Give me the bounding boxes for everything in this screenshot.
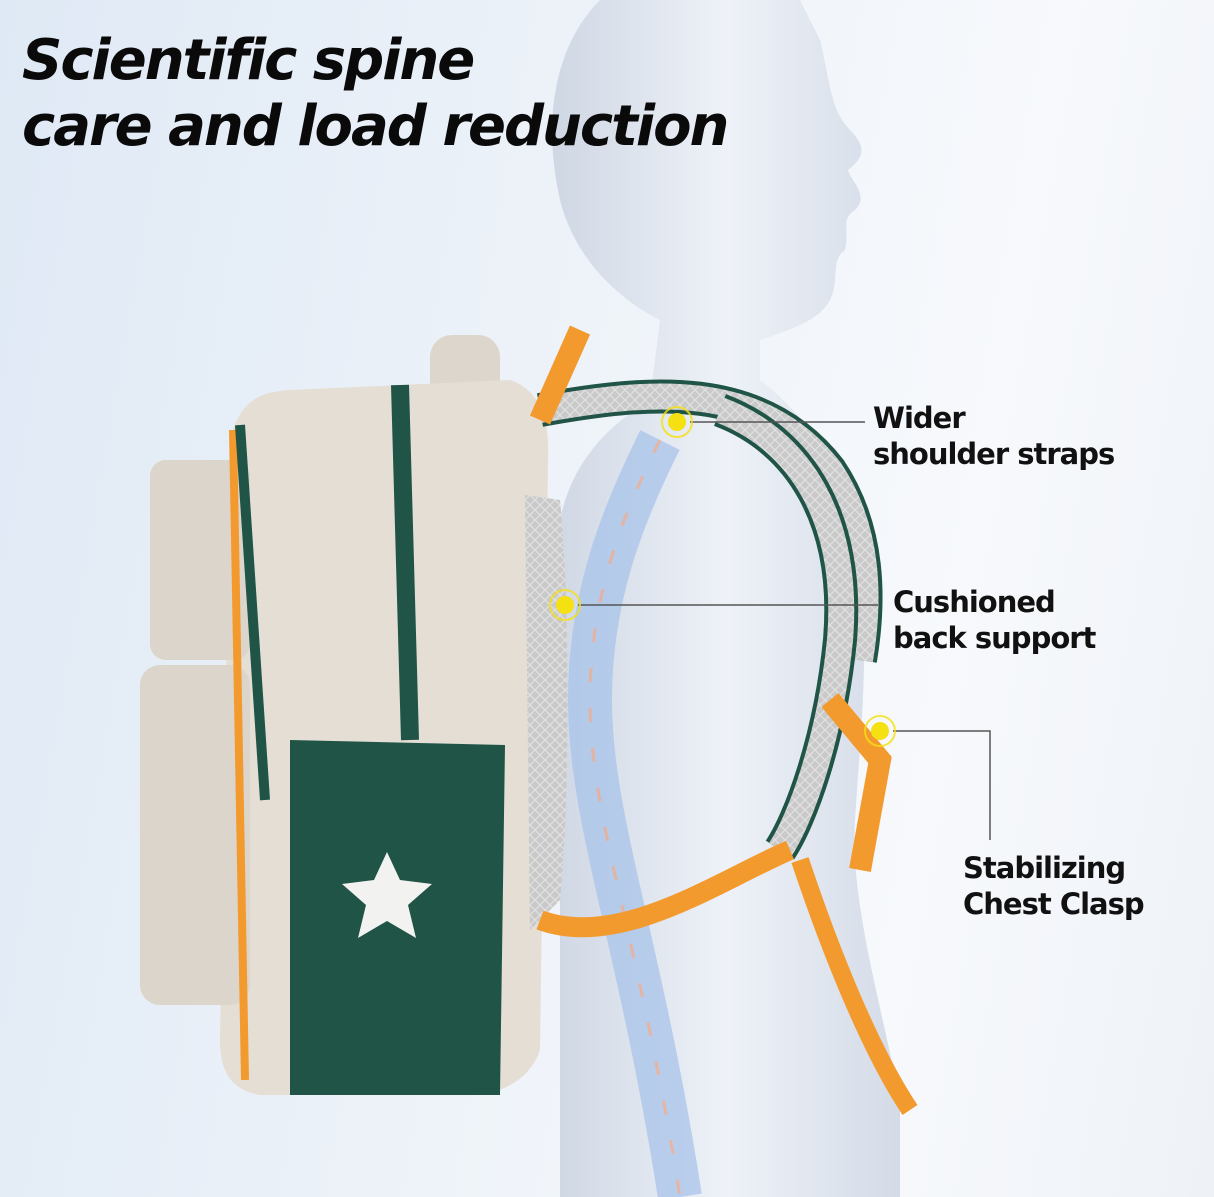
callout-text: shoulder straps <box>873 437 1115 471</box>
headline: Scientific spine care and load reduction <box>22 28 729 160</box>
callout-text: Cushioned <box>893 585 1056 619</box>
callout-text: Chest Clasp <box>963 887 1145 921</box>
hotspot-shoulder-straps <box>661 406 693 438</box>
callout-shoulder-straps: Wider shoulder straps <box>873 400 1115 472</box>
callout-text: Stabilizing <box>963 851 1126 885</box>
callout-chest-clasp: Stabilizing Chest Clasp <box>963 850 1145 922</box>
star-patch <box>342 852 432 938</box>
callout-lines <box>578 421 991 840</box>
backpack <box>140 335 568 1095</box>
spine-graphic <box>567 430 702 1197</box>
hotspot-back-support <box>549 589 581 621</box>
headline-line-1: Scientific spine <box>22 28 475 93</box>
callout-text: Wider <box>873 401 966 435</box>
headline-line-2: care and load reduction <box>22 94 729 159</box>
shoulder-straps <box>529 325 918 1115</box>
hotspot-chest-clasp <box>864 715 896 747</box>
callout-text: back support <box>893 621 1096 655</box>
callout-back-support: Cushioned back support <box>893 584 1096 656</box>
